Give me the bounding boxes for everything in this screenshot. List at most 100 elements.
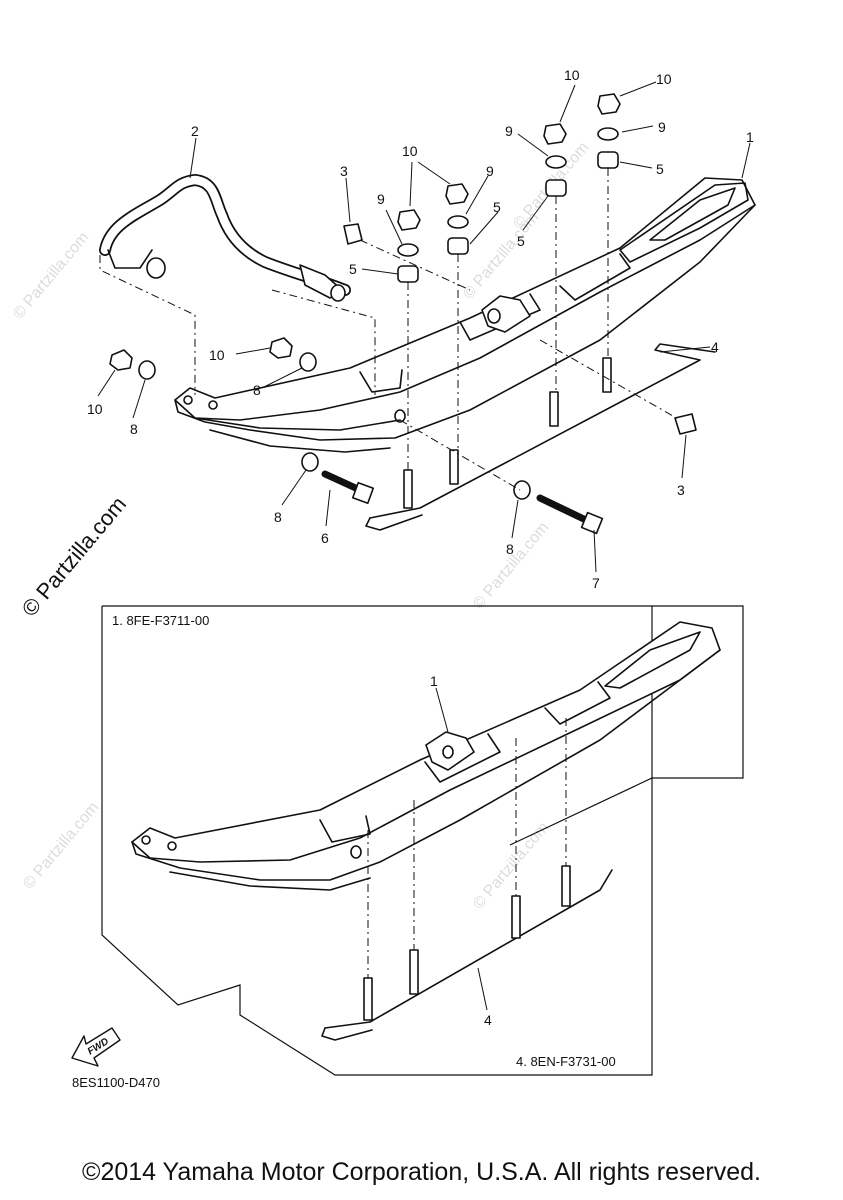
washer — [545, 155, 567, 169]
bushing — [597, 151, 619, 169]
callout-9: 9 — [486, 163, 494, 179]
runner-stud — [403, 469, 413, 509]
callout-10: 10 — [209, 347, 225, 363]
ski-handle-bushing — [330, 284, 346, 302]
inset-ski-body — [131, 621, 721, 863]
nut — [597, 93, 621, 115]
inset-ski-rib — [319, 815, 371, 843]
runner — [369, 343, 716, 519]
nut — [269, 337, 293, 359]
bolt — [321, 470, 364, 494]
runner-stud — [549, 391, 559, 427]
runner-stud — [602, 357, 612, 393]
callout-7: 7 — [592, 575, 600, 591]
inset-box — [101, 605, 744, 1076]
callout-8: 8 — [274, 509, 282, 525]
washer — [299, 352, 317, 372]
callout-5: 5 — [656, 161, 664, 177]
callout-9: 9 — [377, 191, 385, 207]
callout-9: 9 — [505, 123, 513, 139]
ski-body — [174, 177, 756, 421]
ski-rib — [359, 369, 403, 393]
ski-side-hole — [394, 409, 406, 423]
callout-4: 4 — [711, 339, 719, 355]
runner-stud — [449, 449, 459, 485]
assembly-lines — [99, 168, 681, 491]
ski-tip-inner — [619, 182, 749, 263]
callout-10: 10 — [564, 67, 580, 83]
callouts: 1 2 3 4 3 5 5 5 5 6 7 8 8 8 8 9 9 9 9 10… — [87, 67, 754, 591]
main-ski-assembly — [99, 93, 756, 535]
callout-10: 10 — [656, 71, 672, 87]
callout-8: 8 — [130, 421, 138, 437]
ski-keel-inner — [194, 417, 401, 431]
inset-assembly-lines — [367, 718, 567, 978]
inset-labels: 1 4 1. 8FE-F3711-00 4. 8EN-F3731-00 — [112, 613, 616, 1069]
bushing — [397, 265, 419, 283]
callout-1: 1 — [746, 129, 754, 145]
nut — [543, 123, 567, 145]
inset-runner-stud — [511, 895, 521, 939]
washer — [513, 480, 531, 500]
inset-outline-ski — [102, 605, 744, 779]
washer — [301, 452, 319, 472]
inset-ski-slot — [604, 631, 701, 689]
inset-runner — [321, 865, 613, 1041]
inset-runner-part-code: 4. 8EN-F3731-00 — [516, 1054, 616, 1069]
ski-eyelet — [183, 395, 193, 405]
ski-handle-bushing — [146, 257, 166, 279]
inset-ski-rib — [424, 733, 501, 783]
bolt — [536, 494, 594, 526]
collar — [674, 413, 697, 435]
inset-ski-eyelet — [141, 835, 151, 845]
callout-6: 6 — [321, 530, 329, 546]
callout-8: 8 — [506, 541, 514, 557]
callout-10: 10 — [402, 143, 418, 159]
inset-runner-stud — [409, 949, 419, 995]
ski-handle-fill — [100, 175, 350, 295]
watermark: © Partzilla.com — [470, 519, 552, 613]
washer — [397, 243, 419, 257]
callout-5: 5 — [493, 199, 501, 215]
inset-ski-hole — [442, 745, 454, 759]
nut — [445, 183, 469, 205]
ski-keel — [174, 204, 756, 441]
inset-ski-eyelet — [167, 841, 177, 851]
washer — [447, 215, 469, 229]
callout-10: 10 — [87, 401, 103, 417]
leader-lines — [97, 81, 751, 573]
inset-ski — [131, 621, 721, 891]
inset-runner-stud — [561, 865, 571, 907]
washer — [597, 127, 619, 141]
fwd-arrow-icon: FWD — [71, 1027, 121, 1067]
callout-5: 5 — [349, 261, 357, 277]
watermark-main: © Partzilla.com — [17, 492, 131, 622]
inset-ski-keel-lower — [169, 871, 371, 891]
callout-5: 5 — [517, 233, 525, 249]
nut — [109, 349, 133, 371]
bolt-head — [580, 511, 604, 535]
ski-mount-hole — [487, 308, 501, 324]
collar — [343, 223, 363, 245]
copyright-footer: ©2014 Yamaha Motor Corporation, U.S.A. A… — [82, 1158, 761, 1186]
diagram-code: 8ES1100-D470 — [72, 1075, 160, 1090]
ski-keel-lower — [209, 429, 391, 453]
callout-1: 1 — [430, 673, 438, 689]
ski-handle-slot — [649, 187, 736, 241]
callout-3: 3 — [340, 163, 348, 179]
washer — [138, 360, 156, 380]
inset-ski-bracket — [425, 731, 475, 771]
bolt-head — [351, 481, 375, 505]
nut — [397, 209, 421, 231]
callout-8: 8 — [253, 382, 261, 398]
bushing — [545, 179, 567, 197]
ski-eyelet — [208, 400, 218, 410]
runner-hook — [365, 514, 423, 531]
callout-3: 3 — [677, 482, 685, 498]
inset-outline — [101, 606, 653, 1076]
inset-ski-keel — [131, 649, 721, 881]
callout-2: 2 — [191, 123, 199, 139]
parts-diagram: © Partzilla.com © Partzilla.com © Partzi… — [10, 67, 756, 1090]
inset-runner-bar — [324, 869, 613, 1029]
ski-rib — [559, 253, 631, 301]
